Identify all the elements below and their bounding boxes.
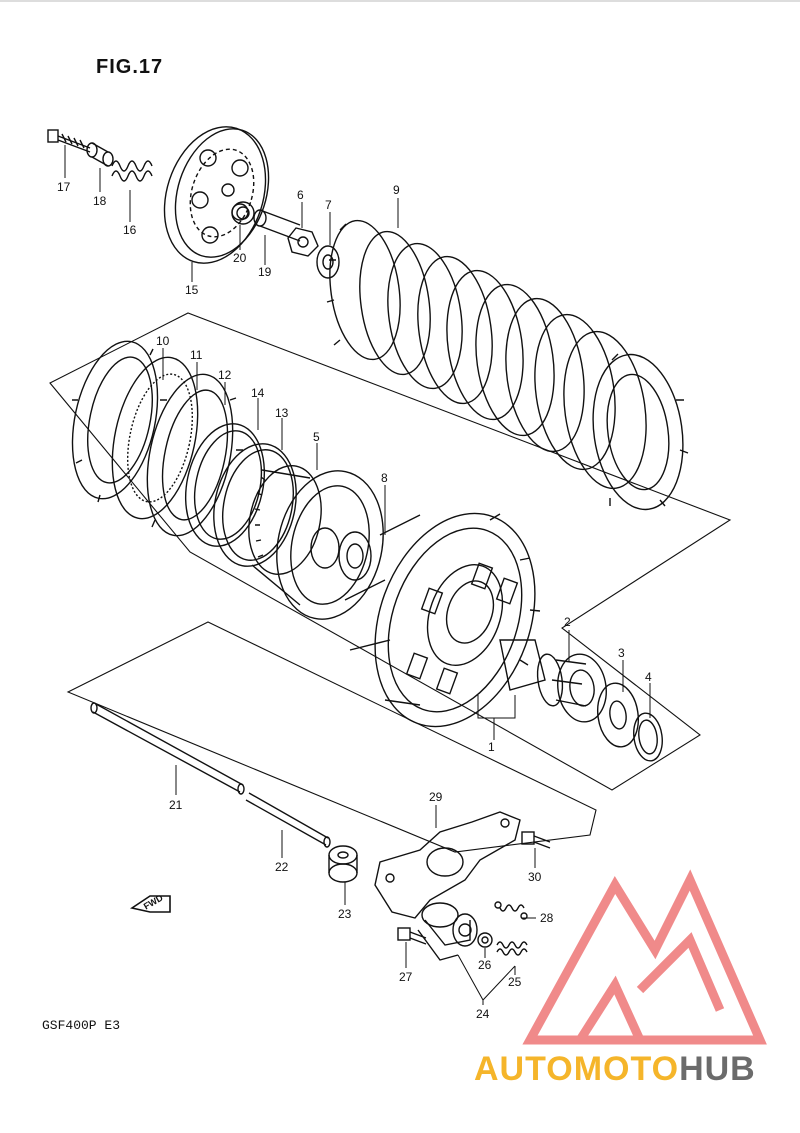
callout-21: 21 [169, 798, 183, 812]
plate-12 [146, 373, 243, 537]
callout-11: 11 [190, 348, 203, 362]
nut-6 [287, 227, 319, 257]
piece-23 [328, 845, 358, 883]
callout-15: 15 [185, 283, 199, 297]
washer-4 [633, 712, 663, 762]
rod-19 [253, 209, 301, 242]
callout-5: 5 [313, 430, 320, 444]
callout-16: 16 [123, 223, 137, 237]
needle-bearing-2 [536, 653, 607, 723]
callout-2: 2 [564, 615, 571, 629]
callout-18: 18 [93, 194, 107, 208]
callout-3: 3 [618, 646, 625, 660]
plate-11 [111, 356, 199, 520]
callout-4: 4 [645, 670, 652, 684]
callout-22: 22 [275, 860, 289, 874]
callout-27: 27 [399, 970, 413, 984]
watermark-text: AUTOMOTOHUB [474, 1050, 756, 1089]
push-rod-21 [90, 702, 245, 795]
callout-20: 20 [233, 251, 247, 265]
callout-12: 12 [218, 368, 232, 382]
clutch-plate-stack-9 [326, 219, 689, 511]
watermark-logo-icon [522, 869, 767, 1045]
callout-9: 9 [393, 183, 400, 197]
figure-title: FIG.17 [96, 56, 164, 78]
callout-7: 7 [325, 198, 332, 212]
callout-10: 10 [156, 334, 170, 348]
callout-19: 19 [258, 265, 272, 279]
leader-lines [64, 145, 651, 1005]
washer-7 [316, 245, 340, 279]
group-outline-shafts [66, 621, 597, 853]
washer-8 [338, 531, 372, 581]
watermark-part1: AUTOMOTO [474, 1050, 680, 1088]
callout-23: 23 [338, 907, 352, 921]
callout-17: 17 [57, 180, 71, 194]
washer-3 [597, 682, 639, 748]
clutch-housing-1 [344, 512, 546, 728]
callout-8: 8 [381, 471, 388, 485]
callout-26: 26 [478, 958, 492, 972]
bolt-17 [47, 129, 91, 153]
spring-washer-13 [213, 443, 297, 567]
watermark-part2: HUB [679, 1050, 756, 1088]
callout-14: 14 [251, 386, 265, 400]
plate-10 [71, 340, 167, 503]
group-outline-plates [49, 312, 732, 791]
release-cam-24 [417, 902, 478, 961]
callout-30: 30 [528, 870, 542, 884]
sleeve-18 [86, 142, 114, 167]
callout-24: 24 [476, 1007, 490, 1021]
callout-29: 29 [429, 790, 443, 804]
spring-16 [111, 160, 153, 182]
callout-13: 13 [275, 406, 289, 420]
fwd-arrow-icon [129, 895, 171, 913]
callout-1: 1 [488, 740, 495, 754]
model-code: GSF400P E3 [42, 1018, 121, 1033]
sleeve-hub-5 [248, 465, 384, 620]
pressure-plate-15 [163, 126, 270, 264]
nut-26 [477, 932, 493, 948]
bearing-20 [231, 201, 255, 225]
spring-25 [496, 941, 528, 956]
bolt-30 [521, 831, 551, 849]
callout-25: 25 [508, 975, 522, 989]
callout-6: 6 [297, 188, 304, 202]
spring-28 [494, 901, 528, 920]
bolt-27 [397, 927, 427, 945]
push-rod-22 [245, 792, 331, 848]
release-plate-29 [374, 811, 521, 919]
callout-28: 28 [540, 911, 554, 925]
